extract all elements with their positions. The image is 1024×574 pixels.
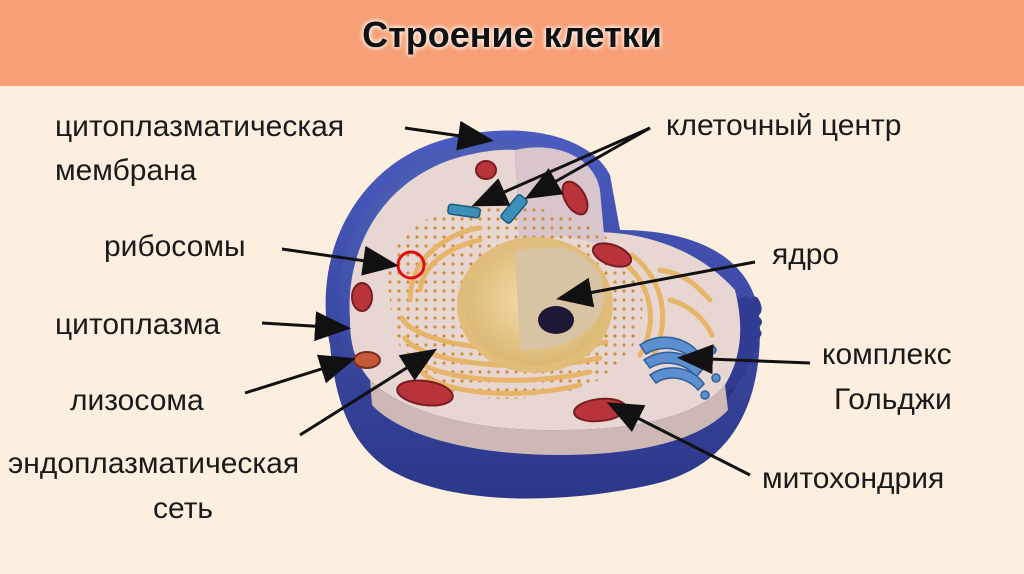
er-label-line1: эндоплазматическая — [8, 447, 300, 480]
cell-center-label: клеточный центр — [666, 109, 902, 142]
title-banner — [0, 0, 1024, 86]
cytoplasm-label: цитоплазма — [55, 308, 221, 341]
ribosomes-label: рибосомы — [104, 230, 246, 263]
golgi-label-line1: комплекс — [822, 338, 952, 371]
golgi-label-line2: Гольджи — [834, 383, 952, 416]
mitochondrion-label: митохондрия — [762, 462, 945, 495]
nucleus — [457, 237, 613, 373]
membrane-label-line1: цитоплазматическая — [55, 110, 345, 143]
lysosome — [353, 351, 381, 369]
pointer-arrows — [244, 120, 811, 477]
lysosome-label: лизосома — [70, 384, 204, 417]
membrane-label-line2: мембрана — [55, 154, 197, 187]
nucleus-label: ядро — [772, 238, 840, 271]
slide-title: Строение клетки — [362, 14, 662, 55]
cell-center — [447, 194, 528, 224]
er-label-line2: сеть — [153, 492, 214, 525]
